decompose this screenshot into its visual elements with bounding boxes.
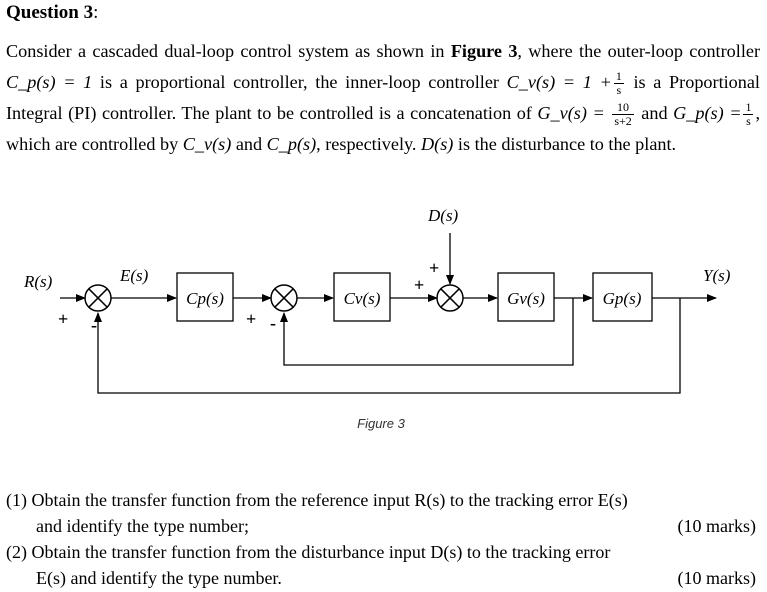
question-label: Question 3 xyxy=(6,2,94,23)
output-label: Y(s) xyxy=(703,266,731,285)
intro-text-9: is the disturbance to the plant. xyxy=(453,134,677,154)
outer-minus-sign: - xyxy=(91,315,97,335)
inner-minus-sign: - xyxy=(270,313,276,333)
inner-plus-sign: + xyxy=(246,309,256,329)
disturbance-label: D(s) xyxy=(427,206,459,225)
question-number: (2) xyxy=(6,542,27,562)
intro-text-7: and xyxy=(231,134,267,154)
question-text-line2: E(s) and identify the type number. xyxy=(36,568,282,588)
disturbance-summing-junction xyxy=(436,284,464,312)
question-text-line1: Obtain the transfer function from the re… xyxy=(31,490,628,510)
figure-reference: Figure 3 xyxy=(450,41,518,61)
cv-block-label: Cv(s) xyxy=(344,289,381,308)
gp-block xyxy=(592,272,653,322)
question-marks: (10 marks) xyxy=(677,568,756,588)
intro-text-8: , respectively. xyxy=(316,134,422,154)
question-text-line1: Obtain the transfer function from the di… xyxy=(31,542,611,562)
intro-text-4: is a Proportional Integral (PI) controll… xyxy=(6,72,760,123)
intro-text-5: and xyxy=(635,103,674,123)
error-signal-label: E(s) xyxy=(119,266,149,285)
outer-summing-junction xyxy=(84,284,112,312)
d-ref: D(s) xyxy=(421,134,454,154)
question-item-1: (1) Obtain the transfer function from th… xyxy=(6,487,756,539)
gp-equation: G_p(s) = xyxy=(673,103,742,123)
intro-text-1: Consider a cascaded dual-loop control sy… xyxy=(6,41,451,61)
disturbance-plus-sign: + xyxy=(429,258,439,278)
inner-feedback-path xyxy=(280,298,574,366)
cp-block-label: Cp(s) xyxy=(186,289,224,308)
question-heading: Question 3: xyxy=(6,2,98,24)
gv-equation: G_v(s) = xyxy=(537,103,605,123)
signal-plus-sign: + xyxy=(414,275,424,295)
problem-statement: Consider a cascaded dual-loop control sy… xyxy=(6,36,760,160)
cp-equation: C_p(s) = 1 xyxy=(6,72,93,92)
cv-ref: C_v(s) xyxy=(182,134,232,154)
question-colon: : xyxy=(93,2,99,23)
outer-feedback-path xyxy=(94,298,681,394)
outer-plus-sign: + xyxy=(58,309,68,329)
question-number: (1) xyxy=(6,490,27,510)
block-diagram: Cp(s) Cv(s) Gv(s) Gp(s) R(s) E(s) D(s) Y… xyxy=(23,206,731,431)
intro-text-6: , which are controlled by xyxy=(6,103,761,154)
cp-ref: C_p(s) xyxy=(266,134,317,154)
inner-summing-junction xyxy=(270,284,298,312)
gv-block-label: Gv(s) xyxy=(507,289,545,308)
cv-equation: C_v(s) = 1 + xyxy=(506,72,612,92)
gv-block xyxy=(497,272,555,322)
question-marks: (10 marks) xyxy=(677,516,756,536)
intro-text-3: is a proportional controller, the inner-… xyxy=(92,72,507,92)
intro-text-2: , where the outer-loop controller xyxy=(517,41,760,61)
reference-input-label: R(s) xyxy=(23,272,53,291)
question-text-line2: and identify the type number; xyxy=(36,516,249,536)
cv-block xyxy=(333,272,391,322)
figure-caption: Figure 3 xyxy=(357,416,405,431)
cp-block xyxy=(176,272,234,322)
gp-block-label: Gp(s) xyxy=(603,289,642,308)
question-item-2: (2) Obtain the transfer function from th… xyxy=(6,539,756,591)
